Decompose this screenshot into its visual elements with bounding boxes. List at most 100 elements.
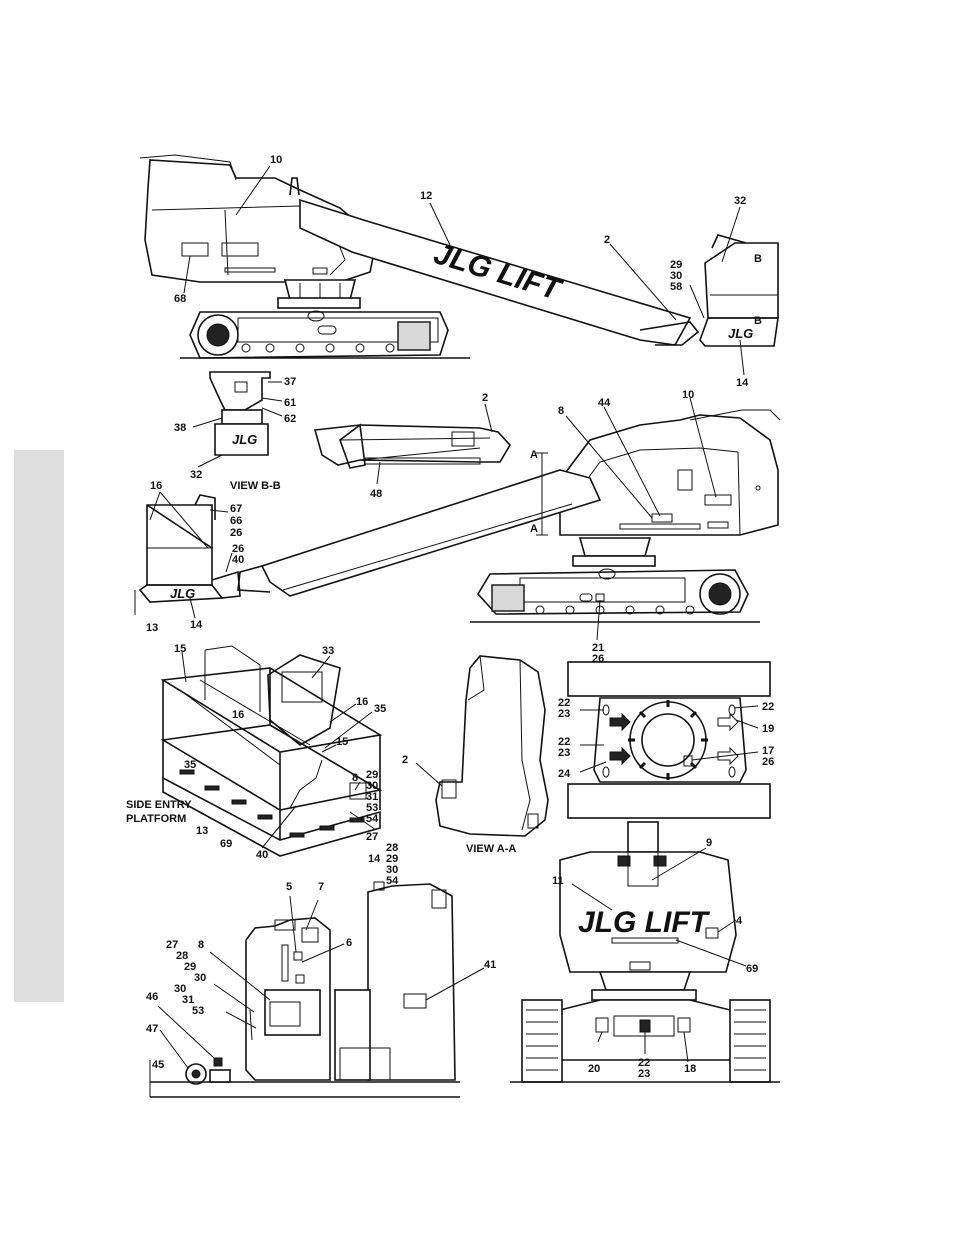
view2-leaders xyxy=(149,397,717,641)
callout-number: 20 xyxy=(588,1063,600,1075)
view-jib-detail xyxy=(313,403,511,485)
side-entry-callouts: 15 33 16 16 35 15 35 8 29 30 31 53 54 27… xyxy=(126,643,399,887)
undercarriage-callouts: 22 23 22 19 22 23 24 17 26 xyxy=(558,697,774,780)
callout-number: 29 xyxy=(670,259,682,271)
callout-number: 53 xyxy=(366,802,378,814)
callout-number: 15 xyxy=(336,736,348,748)
callout-number: 31 xyxy=(366,791,378,803)
callout-number: 2 xyxy=(482,392,488,404)
callout-number: 8 xyxy=(352,772,358,784)
callout-number: 21 xyxy=(592,642,604,654)
callout-number: 45 xyxy=(152,1059,164,1071)
view-b-b: JLG xyxy=(192,371,283,468)
callout-number: 16 xyxy=(150,480,162,492)
callout-number: 6 xyxy=(346,937,352,949)
callout-number: 29 xyxy=(386,853,398,865)
callout-number: 30 xyxy=(194,972,206,984)
callout-number: 54 xyxy=(386,875,399,887)
callout-number: 28 xyxy=(176,950,188,962)
diagram-label: JLG xyxy=(170,586,195,601)
callout-number: 67 xyxy=(230,503,242,515)
side-entry-leaders xyxy=(181,651,377,849)
callout-number: 69 xyxy=(220,838,232,850)
callout-number: 68 xyxy=(174,293,186,305)
callout-number: 58 xyxy=(670,281,682,293)
brand-jlg-platform-1: JLG xyxy=(728,326,753,341)
callout-number: 31 xyxy=(182,994,194,1006)
callout-number: 30 xyxy=(670,270,682,282)
diagram-label: B xyxy=(754,253,762,265)
callout-number: 26 xyxy=(762,756,774,768)
callout-number: 5 xyxy=(286,881,292,893)
callout-number: 30 xyxy=(386,864,398,876)
label-view-a-a: VIEW A-A xyxy=(466,843,516,855)
callout-number: 29 xyxy=(366,769,378,781)
callout-number: 7 xyxy=(318,881,324,893)
callout-number: 53 xyxy=(192,1005,204,1017)
view-undercarriage-top xyxy=(567,661,771,819)
callout-number: 32 xyxy=(190,469,202,481)
callout-number: 37 xyxy=(284,376,296,388)
callout-number: 22 xyxy=(558,697,570,709)
callout-number: 15 xyxy=(174,643,186,655)
callout-number: 16 xyxy=(232,709,244,721)
callout-number: 17 xyxy=(762,745,774,757)
callout-number: 44 xyxy=(598,397,611,409)
callout-number: 40 xyxy=(256,849,268,861)
callout-number: 46 xyxy=(146,991,158,1003)
callout-number: 22 xyxy=(558,736,570,748)
rear-callouts: 9 11 4 69 20 22 23 18 xyxy=(552,837,758,1080)
diagram-label: A xyxy=(530,523,538,535)
diagram-label: PLATFORM xyxy=(126,813,186,825)
callout-number: 9 xyxy=(706,837,712,849)
callout-number: 38 xyxy=(174,422,186,434)
callout-number: 26 xyxy=(230,527,242,539)
callout-number: 41 xyxy=(484,959,496,971)
callout-number: 23 xyxy=(638,1068,650,1080)
callout-number: 29 xyxy=(184,961,196,973)
view1-leaders xyxy=(183,165,745,376)
view-machine-side-right: JLG xyxy=(134,409,781,623)
callout-number: 22 xyxy=(762,701,774,713)
callout-number: 30 xyxy=(174,983,186,995)
power-module-callouts: 5 7 6 41 27 28 29 30 8 30 31 46 53 47 45 xyxy=(146,881,496,1071)
callout-number: 14 xyxy=(736,377,749,389)
callout-number: 48 xyxy=(370,488,382,500)
callout-number: 18 xyxy=(684,1063,696,1075)
brand-jlg-lift-rear: JLG LIFT xyxy=(578,906,711,939)
callout-number: 19 xyxy=(762,723,774,735)
view-a-a xyxy=(415,655,549,837)
callout-number: 33 xyxy=(322,645,334,657)
callout-number: 10 xyxy=(270,154,282,166)
view-power-module xyxy=(149,881,485,1098)
callout-number: 26 xyxy=(232,543,244,555)
callout-number: 66 xyxy=(230,515,242,527)
view-side-entry-platform xyxy=(160,645,383,857)
callout-number: 13 xyxy=(146,622,158,634)
view-machine-side-left: JLG LIFT JLG xyxy=(139,154,779,359)
callout-number: 35 xyxy=(184,759,196,771)
callout-number: 54 xyxy=(366,813,379,825)
callout-number: 24 xyxy=(558,768,571,780)
callout-number: 12 xyxy=(420,190,432,202)
callout-number: 22 xyxy=(638,1057,650,1069)
callout-number: 23 xyxy=(558,747,570,759)
callout-number: 27 xyxy=(166,939,178,951)
view1-callouts: 10 12 32 2 29 30 58 68 14 B B xyxy=(174,154,762,389)
diagram-label: A xyxy=(530,449,538,461)
callout-number: 30 xyxy=(366,780,378,792)
callout-number: 4 xyxy=(736,915,743,927)
diagram-label: JLG xyxy=(232,432,257,447)
view-b-b-callouts: 37 61 62 38 32 VIEW B-B xyxy=(174,376,296,492)
callout-number: 28 xyxy=(386,842,398,854)
diagram-label: SIDE ENTRY xyxy=(126,799,192,811)
callout-number: 14 xyxy=(368,853,381,865)
callout-number: 2 xyxy=(604,234,610,246)
callout-number: 14 xyxy=(190,619,203,631)
callout-number: 69 xyxy=(746,963,758,975)
callout-number: 10 xyxy=(682,389,694,401)
page-side-tab xyxy=(14,450,64,1002)
callout-number: 61 xyxy=(284,397,296,409)
callout-number: 8 xyxy=(558,405,564,417)
callout-number: 13 xyxy=(196,825,208,837)
